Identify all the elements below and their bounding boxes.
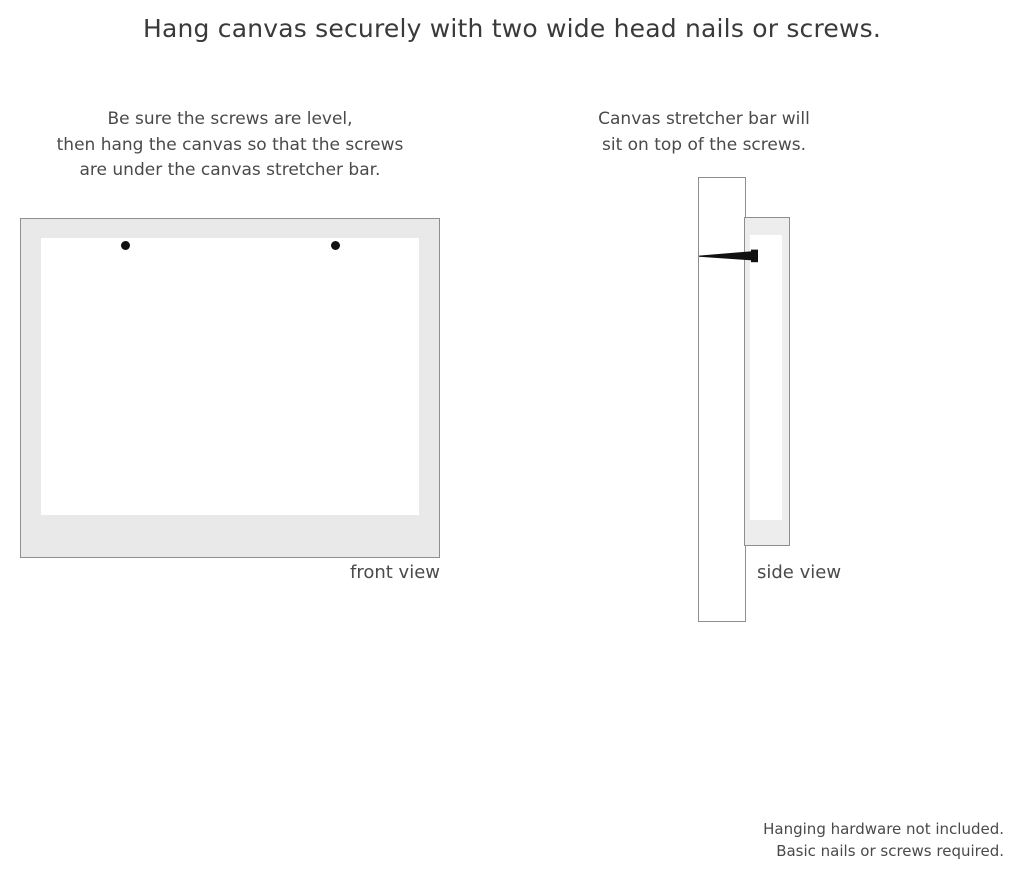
footer-note: Hanging hardware not included. Basic nai… xyxy=(604,818,1004,862)
front-view-caption: Be sure the screws are level, then hang … xyxy=(20,107,440,184)
side-view-caption-line-1: Canvas stretcher bar will xyxy=(598,109,810,129)
front-view-caption-line-2: then hang the canvas so that the screws xyxy=(56,134,404,155)
screw-head-left-icon xyxy=(121,241,130,250)
canvas-face-front xyxy=(41,238,419,515)
canvas-face-side xyxy=(750,235,782,520)
side-view-caption: Canvas stretcher bar will sit on top of … xyxy=(586,107,822,158)
front-view-caption-line-3: are under the canvas stretcher bar. xyxy=(79,160,381,180)
side-view-diagram xyxy=(698,177,858,627)
page-title: Hang canvas securely with two wide head … xyxy=(142,14,882,43)
side-view-caption-line-2: sit on top of the screws. xyxy=(601,134,807,155)
screw-head-right-icon xyxy=(331,241,340,250)
footer-line-1: Hanging hardware not included. xyxy=(763,820,1004,838)
front-view-diagram xyxy=(20,218,440,558)
footer-line-2: Basic nails or screws required. xyxy=(776,842,1004,860)
front-view-caption-line-1: Be sure the screws are level, xyxy=(107,109,353,129)
wall-panel xyxy=(698,177,746,622)
side-view-label: side view xyxy=(757,562,842,583)
front-view-label: front view xyxy=(350,562,440,583)
screw-side-icon xyxy=(699,249,758,263)
